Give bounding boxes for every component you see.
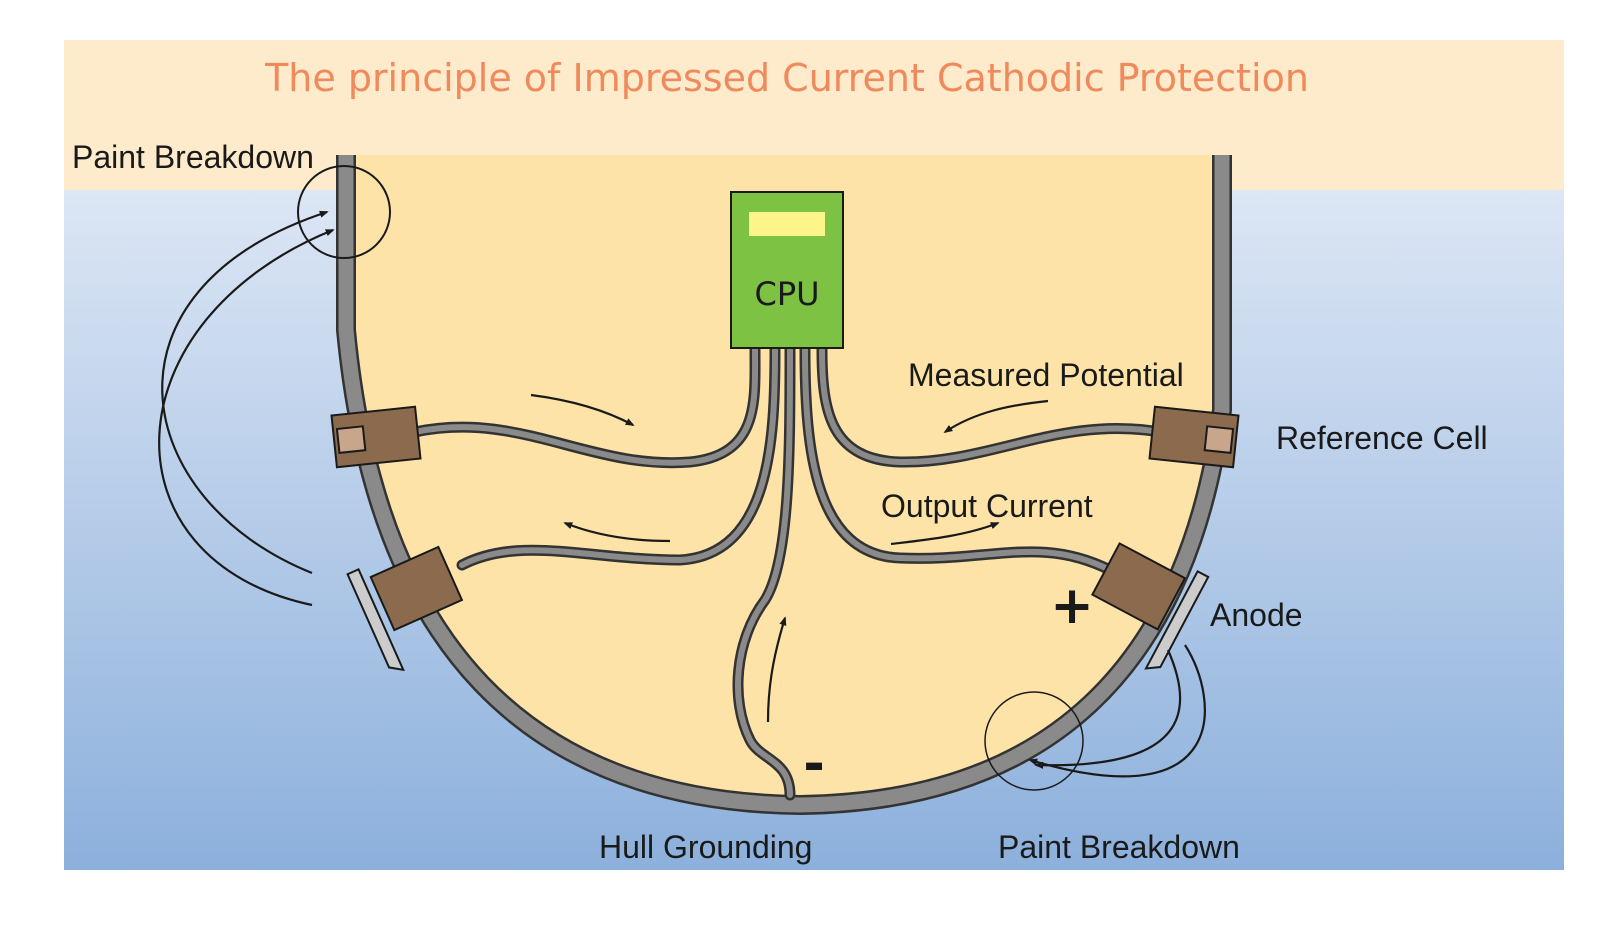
cpu-label: CPU [754,275,819,313]
cables [409,344,1166,801]
left-anode [346,545,464,672]
minus-sign: - [803,734,825,794]
cpu-unit: CPU [730,191,844,349]
label-measured-potential: Measured Potential [908,357,1184,393]
page-title: The principle of Impressed Current Catho… [264,56,1309,100]
right-reference-cell [1148,405,1240,469]
plus-sign: + [1050,576,1094,636]
label-hull-grounding: Hull Grounding [599,829,812,865]
label-paint-breakdown-top: Paint Breakdown [72,139,314,175]
right-anode [1091,542,1210,670]
flow-arrows [158,210,1206,778]
label-paint-breakdown-bottom: Paint Breakdown [998,829,1240,865]
label-output-current: Output Current [881,488,1093,524]
paint-breakdown-circle-top [297,165,391,259]
cpu-display [749,212,825,236]
label-anode: Anode [1210,597,1303,633]
left-reference-cell [330,405,422,469]
label-reference-cell: Reference Cell [1276,420,1488,456]
paint-breakdown-circle-bottom [984,691,1084,791]
